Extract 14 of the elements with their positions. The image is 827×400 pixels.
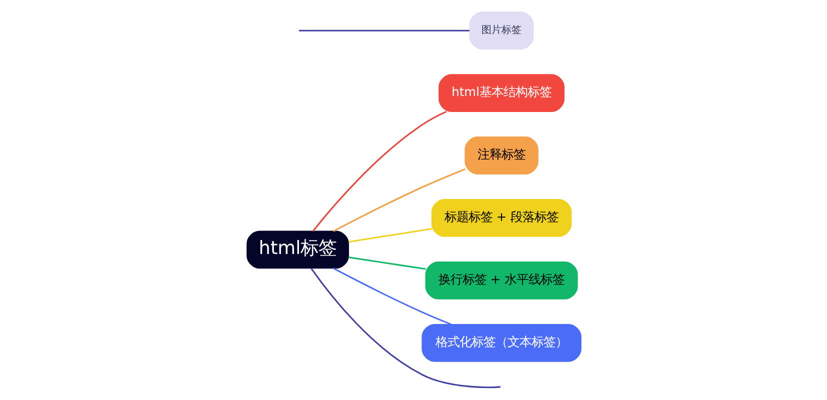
connector [348, 228, 432, 243]
node-box: html标签 [246, 230, 348, 269]
connector [332, 168, 465, 232]
node-box: 格式化标签（文本标签） [421, 324, 581, 362]
connector [312, 110, 446, 232]
node-box: 换行标签 + 水平线标签 [424, 261, 578, 300]
connector [298, 30, 469, 32]
node-box: 图片标签 [468, 12, 534, 50]
connector [332, 268, 452, 326]
connector [348, 256, 426, 270]
node-box: 标题标签 + 段落标签 [430, 199, 572, 237]
node-box: html基本结构标签 [438, 74, 564, 112]
connector [310, 268, 500, 388]
node-box: 注释标签 [464, 136, 538, 174]
